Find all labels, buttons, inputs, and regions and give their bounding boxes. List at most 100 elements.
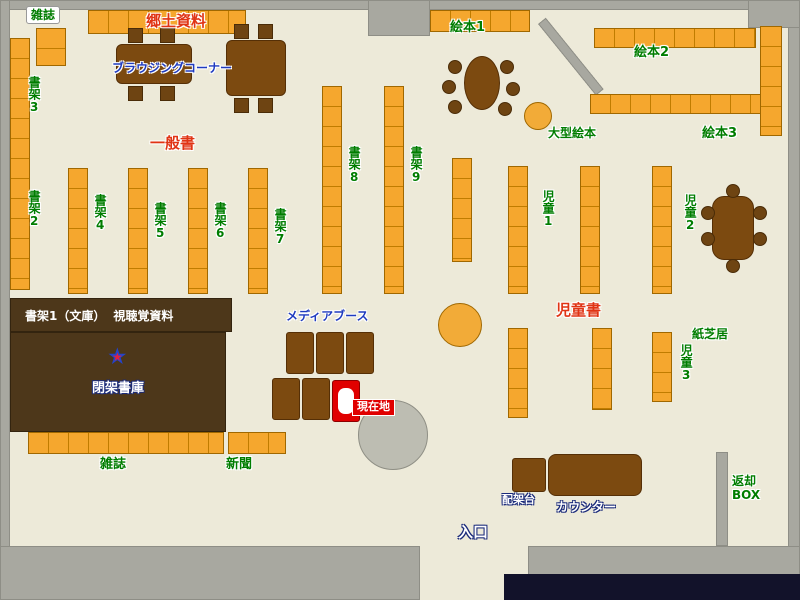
label-current-location: 現在地 bbox=[352, 399, 395, 416]
star-inner-icon: ★ bbox=[112, 350, 123, 364]
label-shelf9: 書架9 bbox=[409, 146, 424, 184]
label-local-materials: 郷土資料 bbox=[146, 12, 207, 30]
shelf-children-low2 bbox=[592, 328, 612, 410]
label-media-booth: メディアブース bbox=[286, 309, 369, 323]
shelf-middle bbox=[452, 158, 472, 262]
shelf-children2 bbox=[652, 166, 672, 294]
stool bbox=[701, 232, 715, 246]
shelf-picture-books3 bbox=[590, 94, 770, 114]
label-kamishibai: 紙芝居 bbox=[692, 327, 729, 341]
shelf-left-wall bbox=[10, 38, 30, 290]
av-shelf-strip: 書架1（文庫） 視聴覚資料 bbox=[10, 298, 232, 332]
wall-right bbox=[788, 0, 800, 600]
stool bbox=[753, 232, 767, 246]
stool bbox=[498, 102, 512, 116]
shelf-picture-books1-top bbox=[430, 10, 530, 32]
round-table-center bbox=[438, 303, 482, 347]
browsing-table-right bbox=[226, 40, 286, 96]
label-entrance: 入口 bbox=[458, 523, 489, 541]
chair bbox=[258, 98, 273, 113]
label-shelf2: 書架2 bbox=[27, 190, 42, 228]
closed-stacks-area: ★ ★ 閉架書庫 bbox=[10, 332, 226, 432]
wall-top-protrusion bbox=[368, 0, 430, 36]
stool bbox=[726, 184, 740, 198]
label-browsing-corner: ブラウジングコーナー bbox=[112, 61, 233, 75]
media-booth bbox=[346, 332, 374, 374]
label-picture-books1: 絵本1 bbox=[450, 20, 486, 35]
browsing-table-left bbox=[116, 44, 192, 84]
shelf-4 bbox=[68, 168, 88, 294]
shelf-7 bbox=[248, 168, 268, 294]
label-shelf8: 書架8 bbox=[347, 146, 362, 184]
chair bbox=[234, 24, 249, 39]
star-outer-icon: ★ bbox=[107, 344, 128, 370]
shelf-right-wall bbox=[760, 26, 782, 136]
stool bbox=[753, 206, 767, 220]
shelf-magazines-top bbox=[36, 28, 66, 66]
bottom-dark-strip bbox=[504, 574, 800, 600]
wall-left bbox=[0, 0, 10, 600]
shelf-picture-books2 bbox=[594, 28, 756, 48]
stool bbox=[442, 80, 456, 94]
chair bbox=[234, 98, 249, 113]
stool bbox=[500, 60, 514, 74]
label-shelf6: 書架6 bbox=[213, 202, 228, 240]
shelf-children3 bbox=[652, 332, 672, 402]
label-general-books: 一般書 bbox=[150, 134, 196, 152]
distribution-shelf bbox=[512, 458, 546, 492]
current-location-highlight bbox=[338, 388, 354, 414]
chair bbox=[128, 86, 143, 101]
label-children-books: 児童書 bbox=[556, 301, 602, 319]
stool bbox=[448, 100, 462, 114]
label-children1: 児童1 bbox=[541, 190, 556, 228]
star-icon: ★ ★ bbox=[107, 344, 131, 373]
shelf-6 bbox=[188, 168, 208, 294]
label-magazines-bottom: 雑誌 bbox=[100, 457, 127, 472]
label-shelf3: 書架3 bbox=[27, 76, 42, 114]
shelf-8 bbox=[322, 86, 342, 294]
media-booth bbox=[286, 332, 314, 374]
wall-return-box bbox=[716, 452, 728, 546]
wall-top-right-corner bbox=[748, 0, 800, 28]
label-picture-books2: 絵本2 bbox=[634, 45, 670, 60]
media-booth bbox=[272, 378, 300, 420]
label-return-box: 返却BOX bbox=[732, 474, 761, 503]
shelf-newspapers bbox=[228, 432, 286, 454]
media-booth bbox=[302, 378, 330, 420]
counter-desk bbox=[548, 454, 642, 496]
label-distribution-shelf: 配架台 bbox=[502, 493, 535, 506]
current-location-booth bbox=[332, 380, 360, 422]
shelf-large-picture-books bbox=[524, 102, 552, 130]
label-children3: 児童3 bbox=[679, 344, 694, 382]
chair bbox=[160, 86, 175, 101]
shelf-magazines-bottom bbox=[28, 432, 224, 454]
chair bbox=[128, 28, 143, 43]
label-closed-stacks: 閉架書庫 bbox=[91, 381, 144, 396]
label-children2: 児童2 bbox=[683, 194, 698, 232]
label-shelf5: 書架5 bbox=[153, 202, 168, 240]
shelf-children1 bbox=[508, 166, 528, 294]
stool bbox=[506, 82, 520, 96]
shelf-children-low1 bbox=[508, 328, 528, 418]
label-shelf4: 書架4 bbox=[93, 194, 108, 232]
stool bbox=[448, 60, 462, 74]
shelf-5 bbox=[128, 168, 148, 294]
stool bbox=[726, 259, 740, 273]
wall-bottom-left bbox=[0, 546, 420, 600]
label-large-picture-books: 大型絵本 bbox=[548, 126, 597, 140]
stool bbox=[701, 206, 715, 220]
label-shelf7: 書架7 bbox=[273, 208, 288, 246]
picture-books-table bbox=[464, 56, 500, 110]
chair bbox=[160, 28, 175, 43]
chair bbox=[258, 24, 273, 39]
shelf-9 bbox=[384, 86, 404, 294]
media-booth bbox=[316, 332, 344, 374]
label-picture-books3: 絵本3 bbox=[702, 126, 738, 141]
label-newspapers: 新聞 bbox=[226, 457, 253, 472]
label-shelf1-bunko: 書架1（文庫） bbox=[25, 308, 106, 323]
label-magazines-top: 雑誌 bbox=[26, 6, 61, 25]
shelf-children-mid bbox=[580, 166, 600, 294]
children-table bbox=[712, 196, 754, 260]
label-audio-visual: 視聴覚資料 bbox=[113, 308, 174, 323]
